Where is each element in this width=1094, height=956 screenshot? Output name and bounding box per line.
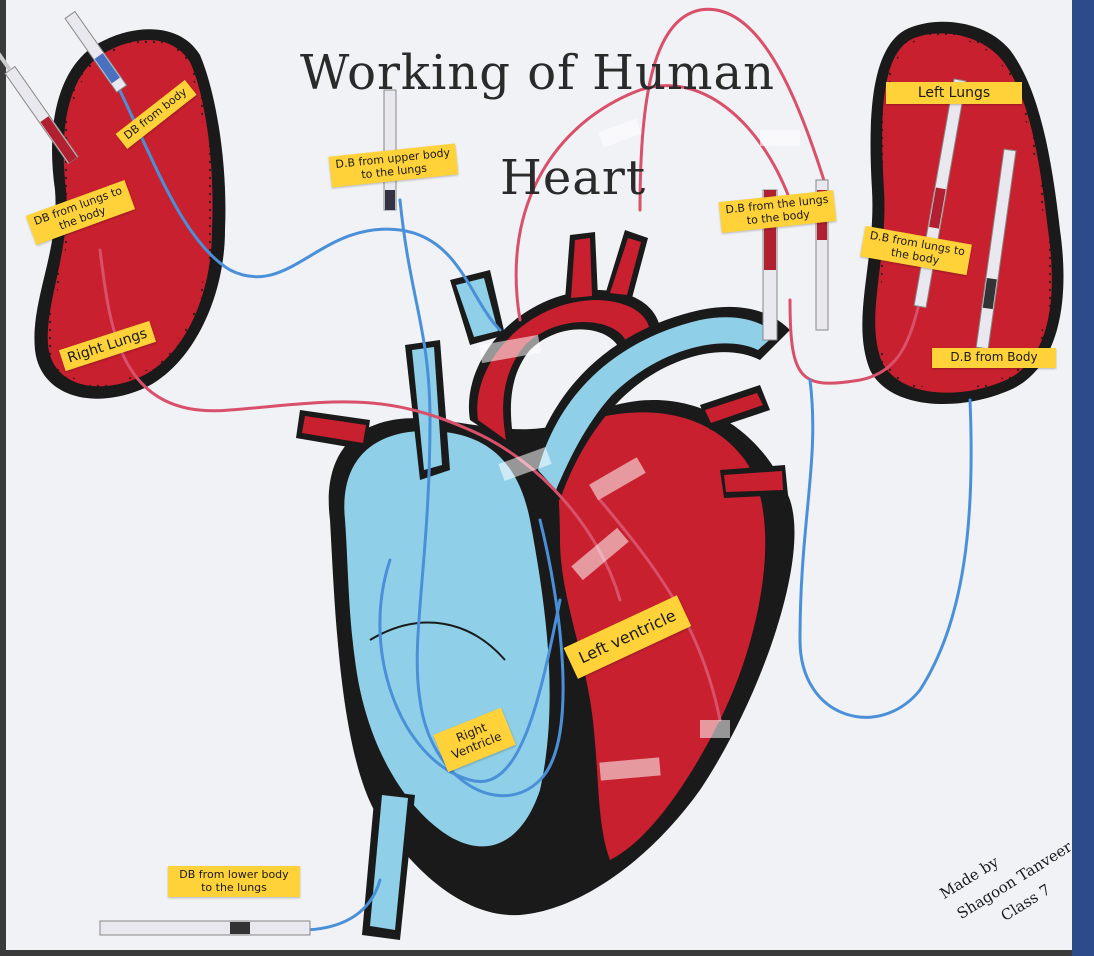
poster-title-line2: Heart xyxy=(500,150,646,206)
label-db-lower-body: DB from lower body to the lungs xyxy=(168,866,300,897)
label-db-from-body-right: D.B from Body xyxy=(932,348,1056,368)
label-left-lungs: Left Lungs xyxy=(886,82,1022,104)
poster-title-line1: Working of Human xyxy=(300,45,775,101)
